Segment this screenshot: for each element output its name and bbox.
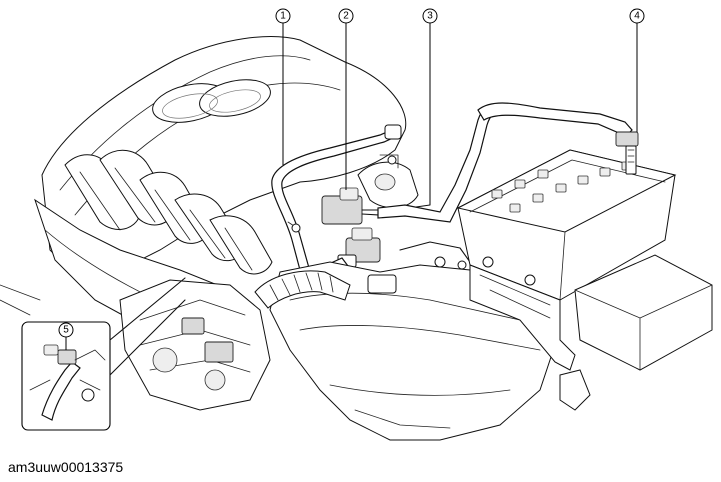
callout-4: 4 (629, 8, 645, 132)
callout-2: 2 (338, 8, 354, 190)
callout-3: 3 (422, 8, 438, 205)
fuse-box (559, 254, 713, 411)
callout-number: 4 (634, 11, 640, 22)
inset-detail (21, 277, 186, 431)
callout-number: 3 (427, 11, 433, 22)
figure-id-caption: am3uuw00013375 (8, 459, 124, 475)
engine-cover (0, 36, 407, 356)
callout-number: 1 (280, 11, 286, 22)
battery-cable (477, 102, 639, 175)
battery (456, 149, 677, 371)
battery-cell-caps (491, 161, 633, 213)
hose-1 (271, 124, 402, 271)
callout-5: 5 (58, 322, 74, 350)
callout-number: 2 (343, 11, 349, 22)
callout-1: 1 (275, 8, 291, 165)
purge-solenoid-assembly (319, 103, 507, 277)
air-cleaner (254, 241, 556, 441)
lower-engine-block (119, 279, 271, 411)
callout-number: 5 (63, 325, 69, 336)
